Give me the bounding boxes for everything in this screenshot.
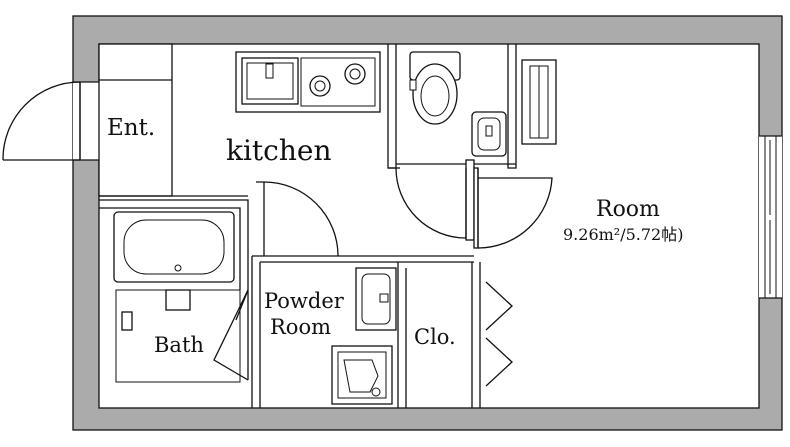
closet-label: Clo.	[414, 325, 456, 349]
bath-label: Bath	[154, 333, 204, 357]
entrance-area	[98, 43, 173, 197]
powder-room	[251, 181, 474, 408]
powder-label-line1: Powder	[264, 289, 345, 313]
toilet-room	[387, 44, 517, 241]
room-area-label: 9.26m²/5.72帖)	[563, 225, 683, 244]
room-label: Room	[596, 197, 660, 222]
powder-label-line2: Room	[270, 315, 331, 339]
window	[759, 135, 782, 299]
bath-room	[99, 195, 249, 383]
exterior-walls	[72, 15, 783, 431]
room-door	[473, 167, 553, 249]
air-conditioner	[521, 59, 557, 145]
kitchen-label: kitchen	[226, 134, 332, 167]
closet	[397, 262, 513, 408]
entrance-door	[2, 81, 99, 161]
kitchen-counter	[235, 51, 381, 113]
entrance-label: Ent.	[107, 115, 155, 141]
